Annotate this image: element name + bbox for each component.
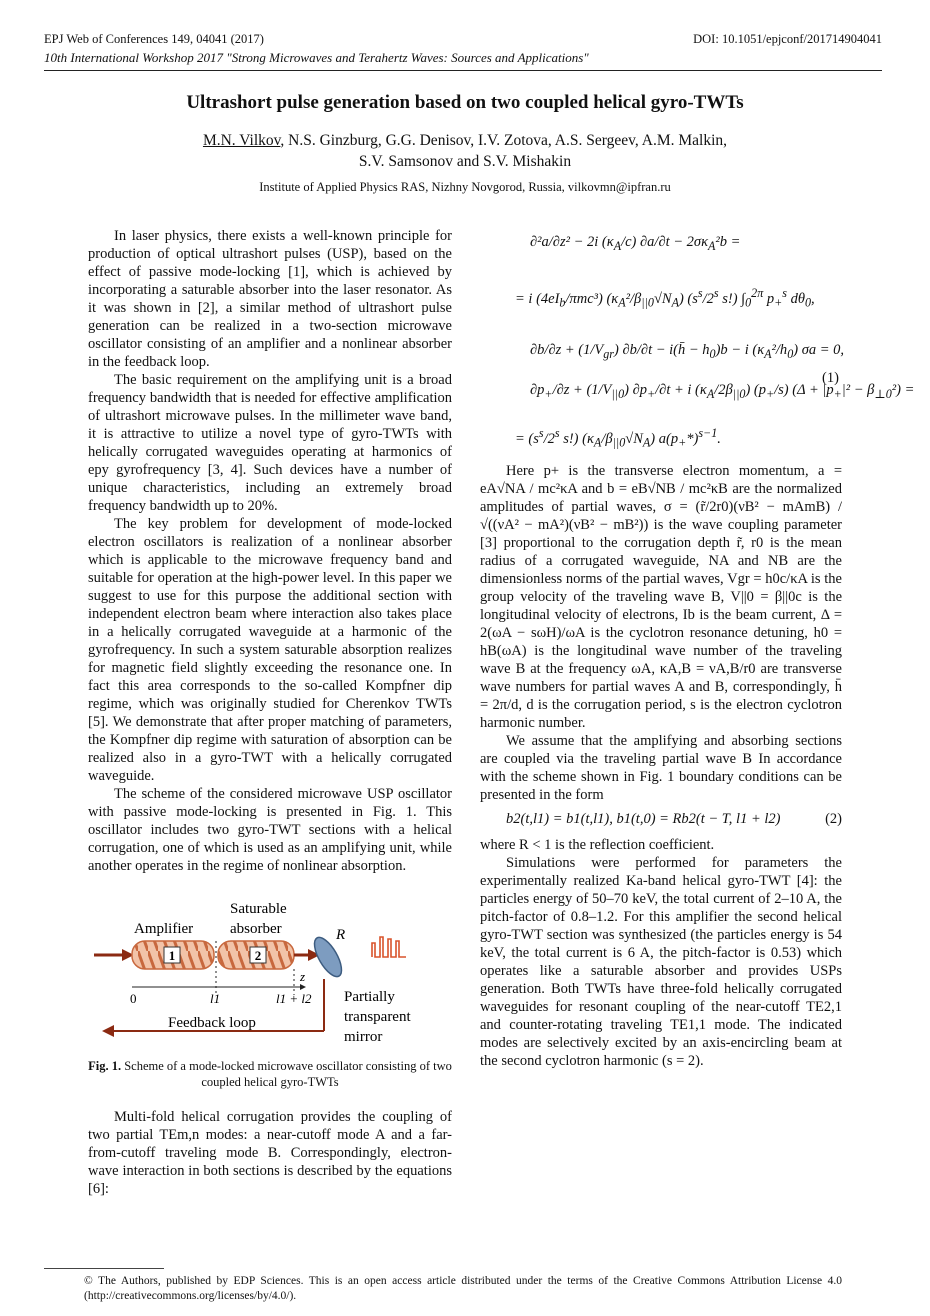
authors-line1: , N.S. Ginzburg, G.G. Denisov, I.V. Zoto… [280,132,728,149]
caption-label: Fig. 1. [88,1059,122,1073]
workshop-line: 10th International Workshop 2017 "Strong… [44,50,589,65]
figure-scheme: Saturable absorber Amplifier R 1 2 z 0 l… [94,901,411,1045]
output-pulses [371,936,406,958]
presenting-author: M.N. Vilkov [202,132,281,149]
label-partially: Partially [344,989,395,1005]
section-1-number: 1 [169,948,176,963]
output-arrow-head [308,949,320,961]
journal-ref: EPJ Web of Conferences 149, 04041 (2017) [44,32,264,46]
section-1-box [163,946,181,964]
affiliation: Institute of Applied Physics RAS, Nizhny… [259,180,671,194]
eq2-text: b2(t,l1) = b1(t,l1), b1(t,0) = Rb2(t − T… [506,811,781,827]
left-column-bottom: Multi-fold helical corrugation provides … [88,1108,452,1198]
label-saturable: Saturable [230,901,287,917]
author-list: M.N. Vilkov, N.S. Ginzburg, G.G. Denisov… [140,130,790,172]
running-header: EPJ Web of Conferences 149, 04041 (2017)… [44,32,882,48]
label-transparent: transparent [344,1009,411,1025]
z-axis-arrowhead [300,984,306,990]
eq1-line3: ∂b/∂z + (1/Vgr) ∂b/∂t − i(h̄ − h0)b − i … [530,342,844,361]
caption-text: Scheme of a mode-locked microwave oscill… [121,1059,452,1089]
eq1-line2: = i (4eIb/πmc³) (κA²/β||0√NA) (ss/2s s!)… [515,286,815,310]
header-rule [44,70,882,71]
l1l2-label: l1 + l2 [276,991,312,1006]
l1-label: l1 [210,991,220,1006]
equation-2: b2(t,l1) = b1(t,l1), b1(t,0) = Rb2(t − T… [480,808,842,832]
label-amplifier: Amplifier [134,921,193,937]
eq1-line1: ∂²a/∂z² − 2i (κA/c) ∂a/∂t − 2σκA²b = [530,234,741,253]
paragraph: We assume that the amplifying and absorb… [480,733,842,803]
input-arrow-head [122,949,134,961]
z-label: z [299,969,305,984]
feedback-arrowhead [102,1025,114,1037]
label-mirror: mirror [344,1029,382,1045]
doi: DOI: 10.1051/epjconf/201714904041 [693,32,882,46]
paragraph: The scheme of the considered microwave U… [88,786,452,874]
partially-transparent-mirror [313,936,343,978]
figure-caption: Fig. 1. Scheme of a mode-locked microwav… [88,1058,452,1090]
eq1-line4: ∂p+/∂z + (1/V||0) ∂p+/∂t + i (κA/2β||0) … [530,382,915,401]
label-reflection: R [335,927,345,943]
license-footer: © The Authors, published by EDP Sciences… [84,1275,842,1302]
footer-rule [44,1268,164,1269]
section-2-box [249,946,267,964]
paragraph: The basic requirement on the amplifying … [88,372,452,514]
paragraph: Simulations were performed for parameter… [480,855,842,1069]
authors-line2: S.V. Samsonov and S.V. Mishakin [358,153,572,170]
paragraph: In laser physics, there exists a well-kn… [88,228,452,370]
eq2-number: (2) [825,811,842,827]
paragraph: Here p+ is the transverse electron momen… [480,463,842,731]
zero-label: 0 [130,991,137,1006]
feedback-loop-label: Feedback loop [168,1015,256,1031]
paragraph: Multi-fold helical corrugation provides … [88,1109,452,1197]
left-column: In laser physics, there exists a well-kn… [88,227,452,875]
section-2-number: 2 [255,948,262,963]
paper-title: Ultrashort pulse generation based on two… [186,92,744,113]
paragraph: The key problem for development of mode-… [88,516,452,784]
eq1-number: (1) [822,370,839,386]
paragraph: where R < 1 is the reflection coefficien… [480,837,715,853]
right-column: Here p+ is the transverse electron momen… [480,462,842,1070]
eq1-line5: = (ss/2s s!) (κA/β||0√NA) a(p+*)s−1. [515,426,721,450]
label-absorber: absorber [230,921,282,937]
